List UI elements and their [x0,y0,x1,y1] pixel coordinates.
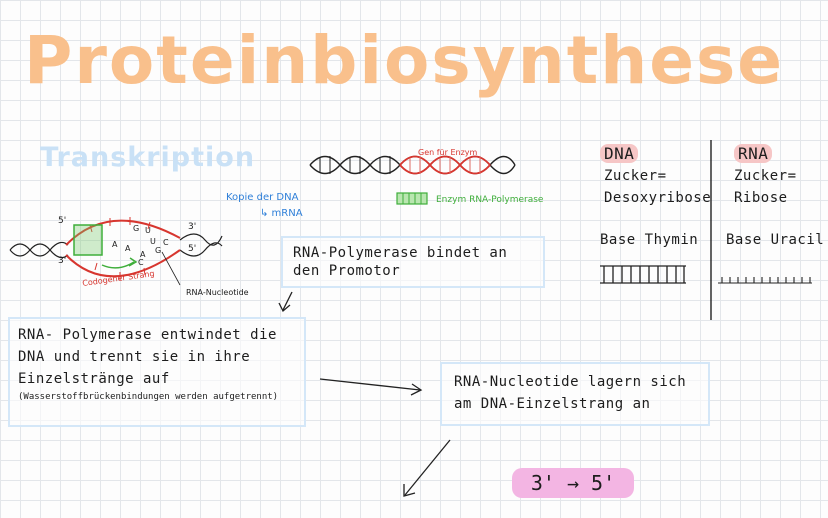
bubble-letter: C [163,238,169,247]
strand-end-bottom-left: 3' [58,256,67,266]
step-text: am DNA-Einzelstrang an [454,396,651,412]
dna-strand-icon [600,265,686,284]
strand-end-top-right: 3' [188,222,197,232]
dna-helix-icon [309,155,516,175]
bubble-letter: U [145,226,151,235]
strand-end-top-left: 5' [58,216,67,226]
dna-heading: DNA [600,144,639,163]
page-title: Proteinbiosynthese [24,22,785,99]
bubble-letter: A [112,240,118,249]
step-box-nucleotides: RNA-Nucleotide lagern sich am DNA-Einzel… [440,362,710,426]
rna-base: Base Uracil [726,232,825,248]
rna-heading: RNA [734,144,773,163]
mrna-label: ↳ mRNA [260,208,303,219]
bubble-letter: A [125,244,131,253]
transcription-bubble-icon [9,217,223,286]
bubble-letter: G [133,224,140,233]
flow-arrows [278,291,451,497]
bubble-letter: G [155,246,162,255]
bubble-letter: C [138,258,144,267]
nucleotide-label: RNA-Nucleotide [186,288,249,297]
rna-sugar-value: Ribose [734,190,788,206]
step-box-unwind: RNA- Polymerase entwindet die DNA und tr… [8,317,306,427]
bubble-letter: A [140,250,146,259]
step-text: RNA-Polymerase bindet an [293,245,508,261]
gene-label: Gen für Enzym [418,148,478,157]
copy-label: Kopie der DNA [226,192,299,203]
rna-sugar-label: Zucker= [734,168,797,184]
rna-strand-icon [718,277,812,284]
enzyme-legend-label: Enzym RNA-Polymerase [436,195,544,205]
enzyme-legend-icon [396,192,428,205]
dna-sugar-label: Zucker= [604,168,667,184]
step-text: Einzelstränge auf [18,371,170,387]
rna-heading-text: RNA [734,144,773,163]
strand-end-bottom-right: 5' [188,244,197,254]
dna-base: Base Thymin [600,232,699,248]
bubble-letter: U [150,237,156,246]
step-text-note: (Wasserstoffbrückenbindungen werden aufg… [18,392,279,402]
dna-heading-text: DNA [600,144,639,163]
dna-sugar-value: Desoxyribose [604,190,712,206]
direction-label: 3' → 5' [512,468,634,498]
step-text: RNA-Nucleotide lagern sich [454,374,687,390]
step-text: DNA und trennt sie in ihre [18,349,251,365]
section-title: Transkription [40,142,256,173]
step-text: RNA- Polymerase entwindet die [18,327,277,343]
step-text: den Promotor [293,263,401,279]
step-box-promotor: RNA-Polymerase bindet an den Promotor [281,236,545,288]
